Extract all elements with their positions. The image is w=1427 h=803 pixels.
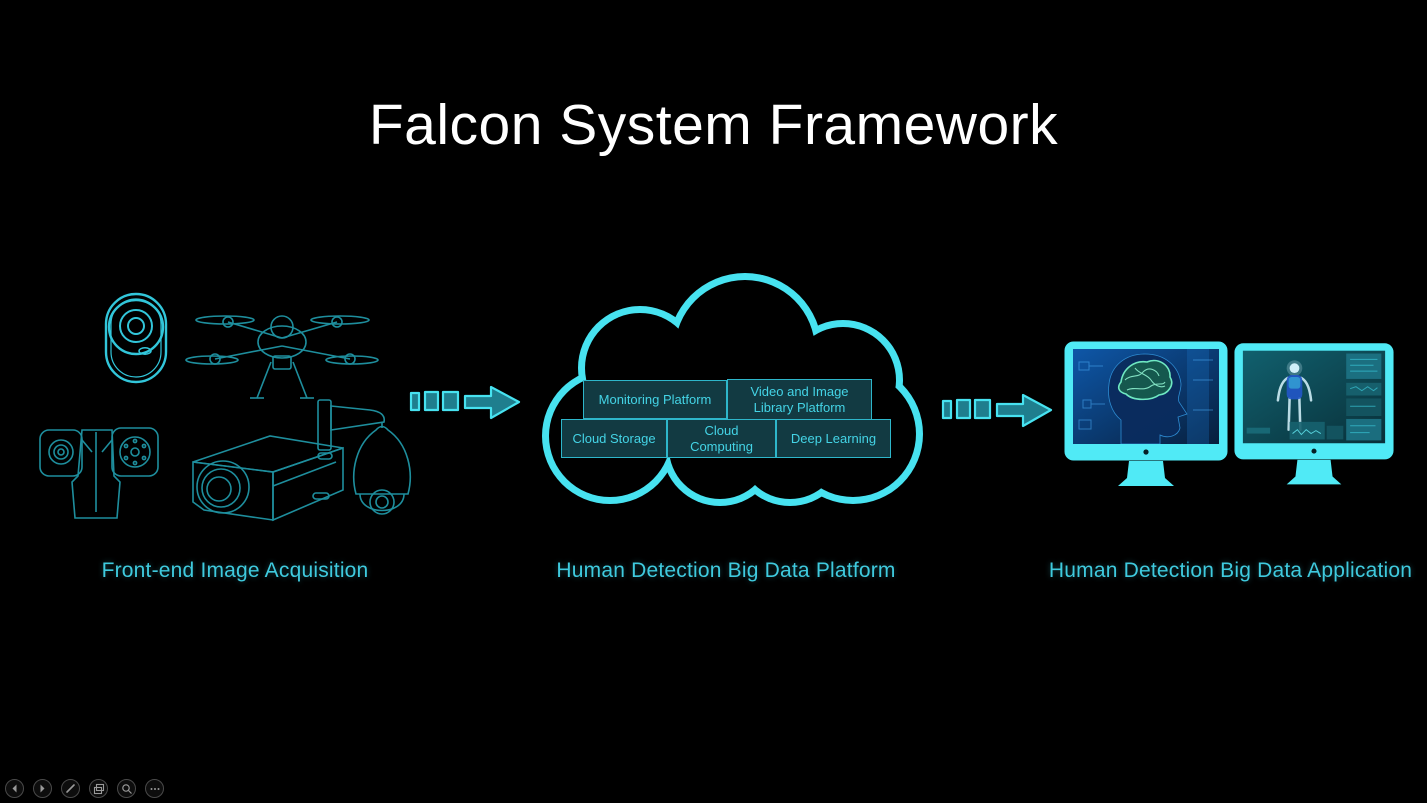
brain-analysis-monitor [1064,341,1228,486]
module-deep-learning: Deep Learning [776,419,891,458]
monitor-screen-brain [1073,349,1219,444]
magnifier-icon [121,783,133,795]
next-slide-button[interactable] [33,779,52,798]
label-human-detection-big-data-application: Human Detection Big Data Application [1048,559,1413,582]
drone-icon [185,315,379,399]
monitor-camera-dot [1311,448,1317,454]
module-cloud-computing: Cloud Computing [667,419,776,458]
pen-icon [65,783,76,794]
capsule-camera-icon [104,292,168,384]
see-all-slides-button[interactable] [89,779,108,798]
monitor-stand [1118,461,1174,486]
xray-body-figure [1276,360,1313,431]
front-end-devices-illustration [39,292,411,522]
arrow-left-icon [9,783,20,794]
module-label: Cloud Storage [572,430,656,446]
module-video-image-library-platform: Video and Image Library Platform [727,379,872,420]
slide-title: Falcon System Framework [368,93,1059,157]
hud-side-panels [1346,353,1382,441]
monitor-stand [1286,459,1342,485]
hud-bottom-panels [1246,421,1344,440]
pen-tools-button[interactable] [61,779,80,798]
monitor-camera-dot [1143,449,1149,455]
module-label: Monitoring Platform [598,391,712,407]
zoom-slide-button[interactable] [117,779,136,798]
slideshow-controls [5,779,164,798]
box-camera-icon [192,435,344,522]
label-human-detection-big-data-platform: Human Detection Big Data Platform [556,559,896,582]
dome-camera-icon [317,399,411,515]
module-label: Video and Image Library Platform [750,384,849,415]
arrow-right-icon [37,783,48,794]
module-cloud-storage: Cloud Storage [561,419,667,458]
body-scan-monitor [1234,343,1394,485]
ptz-dual-camera-icon [39,427,159,519]
module-monitoring-platform: Monitoring Platform [583,380,727,419]
more-options-button[interactable] [145,779,164,798]
module-label: Deep Learning [790,430,877,446]
ellipsis-icon [149,783,161,795]
label-front-end-image-acquisition: Front-end Image Acquisition [101,559,369,582]
flow-arrow-acquisition-to-platform [409,385,521,420]
flow-arrow-platform-to-application [941,393,1053,428]
monitor-screen-body [1242,350,1386,444]
slides-grid-icon [93,783,105,795]
module-label: Cloud Computing [690,423,753,454]
previous-slide-button[interactable] [5,779,24,798]
